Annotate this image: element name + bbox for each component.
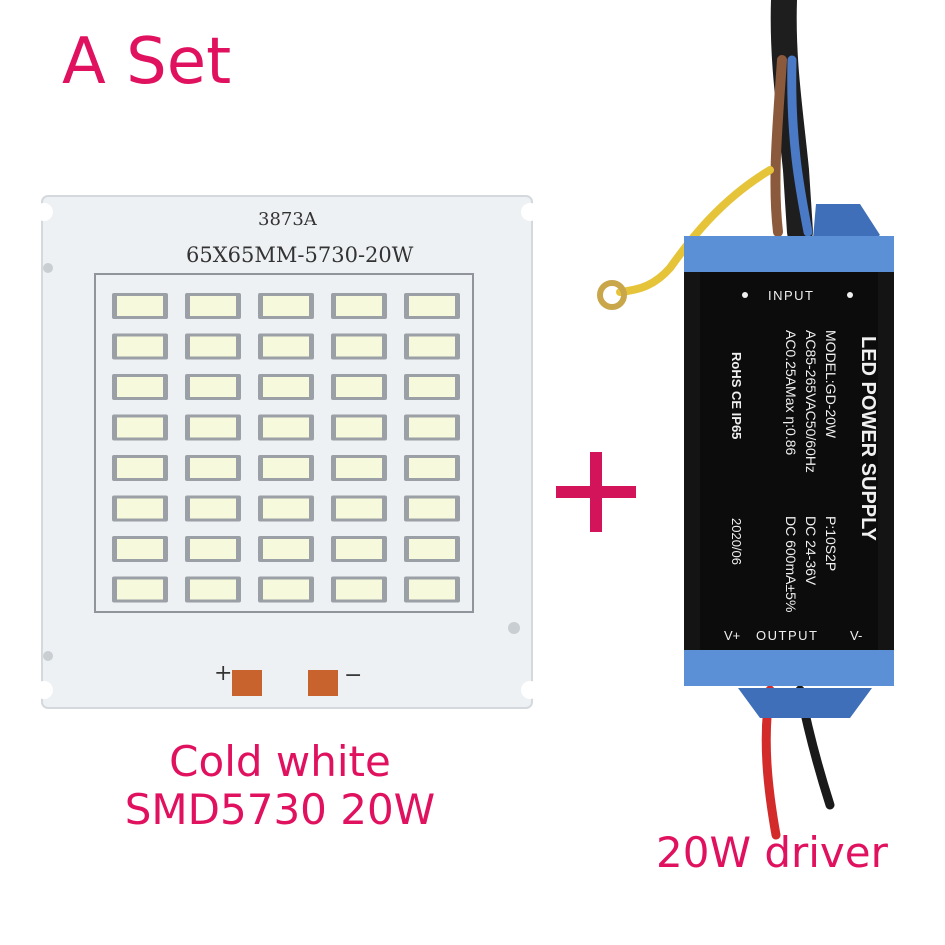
plus-sign (556, 452, 636, 532)
board-minus-mark: − (344, 663, 362, 688)
led-phosphor (263, 377, 309, 397)
led-caption: Cold white SMD5730 20W (110, 738, 450, 834)
led-phosphor (117, 417, 163, 438)
led-phosphor (336, 296, 382, 316)
led-phosphor (190, 539, 236, 559)
board-spec-label: 65X65MM-5730-20W (186, 243, 414, 267)
driver-ac-current: AC0.25AMax η:0.86 (783, 330, 799, 456)
led-phosphor (117, 336, 163, 357)
led-phosphor (336, 498, 382, 519)
driver-input-label: INPUT (768, 288, 815, 303)
ring-terminal (597, 280, 627, 310)
led-phosphor (336, 539, 382, 559)
driver-date: 2020/06 (729, 518, 744, 565)
led-phosphor (336, 458, 382, 478)
led-phosphor (263, 539, 309, 559)
led-phosphor (263, 498, 309, 519)
led-phosphor (409, 539, 455, 559)
led-phosphor (117, 579, 163, 600)
driver-box: INPUT OUTPUT V+ V- LED POWER SUPPLY MODE… (684, 204, 894, 718)
led-phosphor (190, 336, 236, 357)
led-caption-line1: Cold white (169, 737, 391, 786)
driver-dc-current: DC 600mA±5% (783, 516, 799, 612)
led-phosphor (409, 336, 455, 357)
led-phosphor (263, 458, 309, 478)
led-phosphor (263, 579, 309, 600)
led-phosphor (409, 377, 455, 397)
input-wires (597, 0, 813, 310)
title-heading: A Set (62, 25, 232, 99)
driver-dc-voltage: DC 24-36V (803, 516, 819, 586)
driver-heading: LED POWER SUPPLY (857, 336, 879, 542)
driver-ac-input: AC85-265VAC50/60Hz (803, 330, 819, 473)
led-phosphor (409, 498, 455, 519)
led-grid (112, 293, 460, 603)
led-phosphor (263, 296, 309, 316)
driver-bottom-cap (684, 650, 894, 686)
led-phosphor (336, 417, 382, 438)
led-phosphor (190, 417, 236, 438)
led-phosphor (409, 417, 455, 438)
led-board: 3873A 65X65MM-5730-20W + − (35, 195, 539, 709)
led-phosphor (190, 498, 236, 519)
led-phosphor (409, 458, 455, 478)
negative-pad (308, 670, 338, 696)
led-phosphor (263, 417, 309, 438)
driver-top-cap (684, 236, 894, 272)
driver-certs: RoHS CE IP65 (729, 352, 744, 439)
led-phosphor (336, 377, 382, 397)
positive-pad (232, 670, 262, 696)
led-phosphor (117, 377, 163, 397)
led-phosphor (190, 377, 236, 397)
led-caption-line2: SMD5730 20W (124, 785, 436, 834)
led-phosphor (190, 579, 236, 600)
led-phosphor (409, 579, 455, 600)
led-phosphor (336, 579, 382, 600)
driver-config: P:10S2P (823, 516, 839, 571)
led-phosphor (117, 539, 163, 559)
driver-vminus-label: V- (850, 628, 862, 643)
driver-caption: 20W driver (656, 828, 888, 877)
board-code-label: 3873A (258, 209, 318, 230)
led-phosphor (117, 498, 163, 519)
led-phosphor (190, 458, 236, 478)
led-phosphor (190, 296, 236, 316)
led-phosphor (263, 336, 309, 357)
led-phosphor (409, 296, 455, 316)
led-phosphor (117, 296, 163, 316)
board-plus-mark: + (214, 661, 232, 686)
led-phosphor (336, 336, 382, 357)
driver-output-label: OUTPUT (756, 628, 818, 643)
driver-vplus-label: V+ (724, 628, 740, 643)
driver-model: MODEL:GD-20W (823, 330, 839, 439)
led-phosphor (117, 458, 163, 478)
